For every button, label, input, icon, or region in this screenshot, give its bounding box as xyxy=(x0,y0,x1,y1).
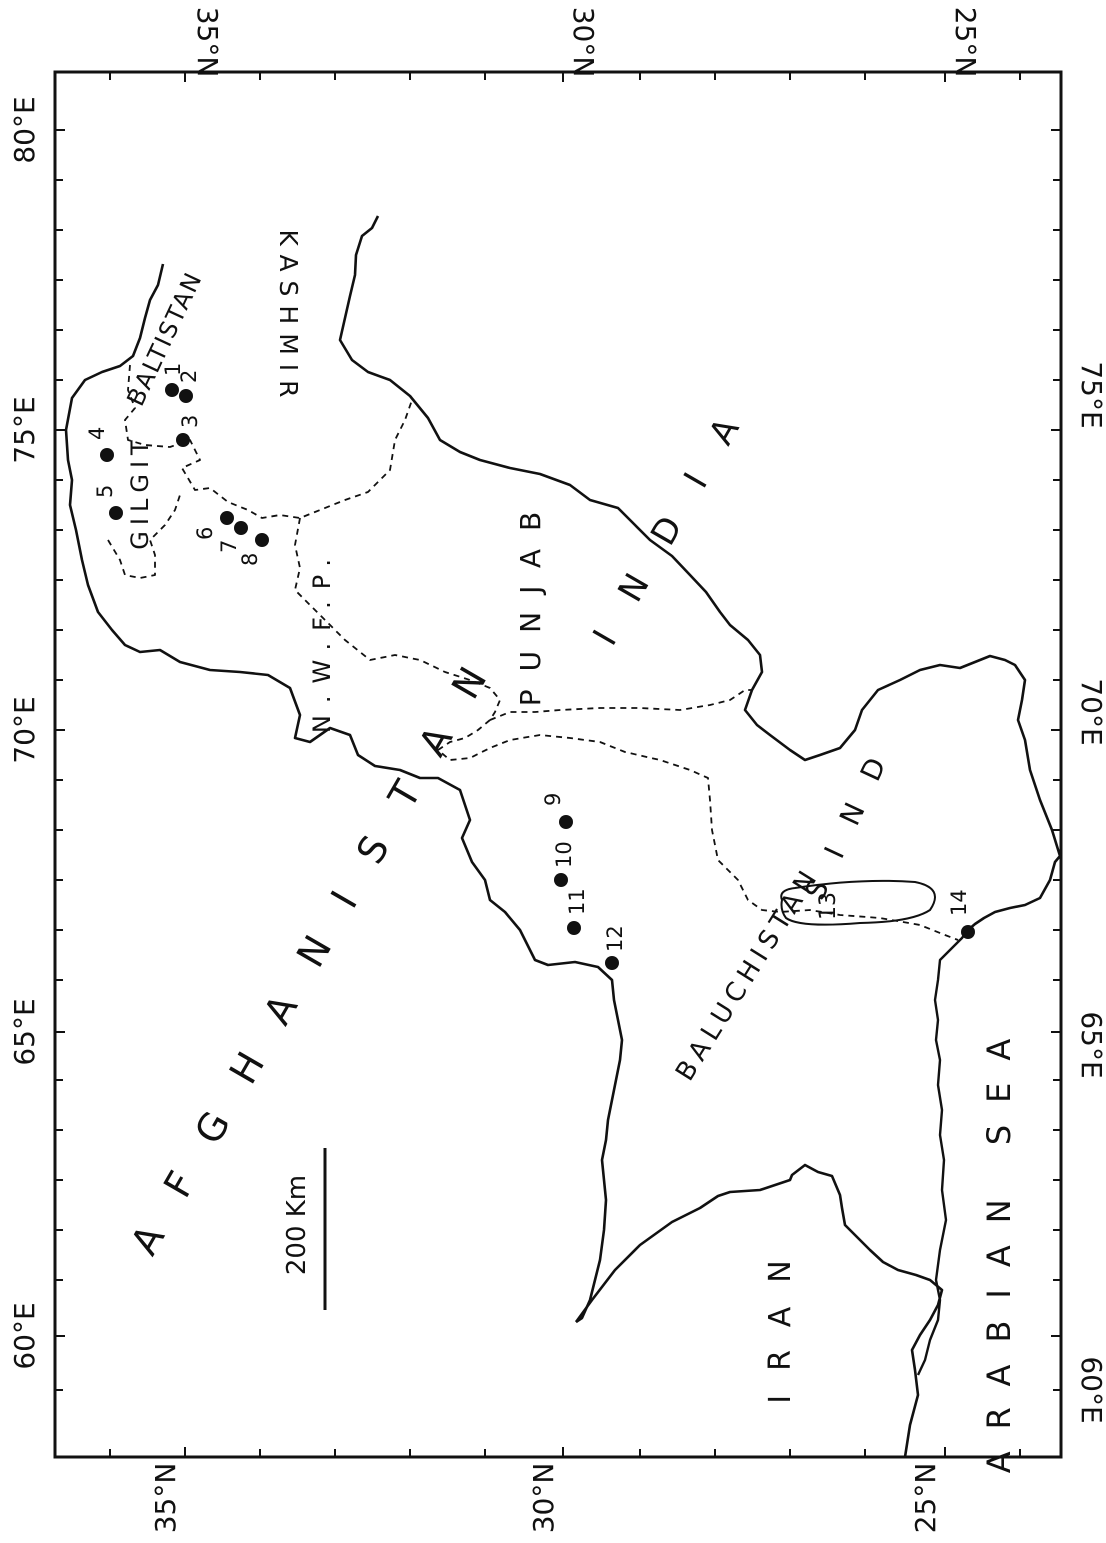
pakistan-border-north-west xyxy=(64,263,624,1324)
region-label-punjab: PUNJAB xyxy=(514,494,547,706)
site-label-7: 7 xyxy=(217,540,241,553)
region-label-baluchistan: BALUCHISTAN xyxy=(670,861,826,1086)
lon-label-60e-left: 60°E xyxy=(8,1302,41,1369)
site-dot-5 xyxy=(109,506,123,520)
coastline xyxy=(916,929,969,1376)
site-label-1: 1 xyxy=(161,363,185,376)
kashmir-india-border xyxy=(338,215,1062,931)
region-label-arabian-sea: ARABIAN SEA xyxy=(980,1017,1018,1474)
site-dot-3 xyxy=(176,433,190,447)
site-label-10: 10 xyxy=(552,841,576,868)
lon-labels-right: 75°E 70°E 65°E 60°E xyxy=(1075,361,1106,1423)
lat-label-35n-bottom: 35°N xyxy=(149,1463,182,1534)
lat-label-25n-bottom: 25°N xyxy=(909,1463,942,1534)
lat-labels-bottom: 35°N 30°N 25°N xyxy=(149,1463,942,1534)
region-label-nwfp: N.W.F.P. xyxy=(308,547,336,733)
lat-label-35n-top: 35°N xyxy=(191,7,224,78)
site-label-2: 2 xyxy=(177,370,201,383)
site-label-12: 12 xyxy=(603,925,627,952)
scale-bar-label: 200 Km xyxy=(282,1175,312,1275)
lat-label-30n-bottom: 30°N xyxy=(527,1463,560,1534)
lon-labels-left: 80°E 75°E 70°E 65°E 60°E xyxy=(8,96,41,1369)
region-label-baltistan: BALTISTAN xyxy=(121,267,208,410)
site-label-9: 9 xyxy=(541,793,565,806)
lon-label-65e-left: 65°E xyxy=(8,998,41,1065)
region-label-gilgit: GILGIT xyxy=(126,434,154,549)
site-label-8: 8 xyxy=(238,553,262,566)
site-markers xyxy=(100,383,975,970)
site-dot-11 xyxy=(567,921,581,935)
site-dot-4 xyxy=(100,448,114,462)
region-label-india: INDIA xyxy=(585,377,767,652)
province-boundaries xyxy=(107,364,959,941)
site-label-4: 4 xyxy=(85,427,109,440)
lon-label-70e-left: 70°E xyxy=(8,696,41,763)
lon-label-65e-right: 65°E xyxy=(1075,1011,1106,1078)
site-dot-10 xyxy=(554,873,568,887)
site-dot-8 xyxy=(255,533,269,547)
site-dot-1 xyxy=(165,383,179,397)
site-label-14: 14 xyxy=(947,889,971,916)
lon-label-80e-left: 80°E xyxy=(8,96,41,163)
site-label-5: 5 xyxy=(93,485,117,498)
site-dot-9 xyxy=(559,815,573,829)
site-label-3: 3 xyxy=(178,415,202,428)
region-label-kashmir: KASHMIR xyxy=(274,229,303,406)
lat-labels-top: 35°N 30°N 25°N xyxy=(191,7,982,78)
site-dot-6 xyxy=(220,511,234,525)
afghanistan-iran-border-south xyxy=(574,1163,944,1458)
lat-label-30n-top: 30°N xyxy=(567,7,600,78)
site-dot-14 xyxy=(961,925,975,939)
area-13-outline xyxy=(780,879,936,926)
site-dot-12 xyxy=(605,956,619,970)
area-13-label: 13 xyxy=(816,892,841,920)
map-frame xyxy=(53,70,1063,1459)
site-label-6: 6 xyxy=(193,527,217,540)
lon-label-75e-right: 75°E xyxy=(1075,361,1106,428)
lon-label-75e-left: 75°E xyxy=(8,396,41,463)
frame-ticks xyxy=(55,72,1061,1457)
region-label-iran: IRAN xyxy=(763,1236,798,1403)
site-labels: 1 2 3 4 5 6 7 8 9 10 11 12 14 xyxy=(85,363,971,952)
site-dot-7 xyxy=(234,521,248,535)
site-dot-2 xyxy=(179,389,193,403)
lon-label-70e-right: 70°E xyxy=(1075,678,1106,745)
site-label-11: 11 xyxy=(565,888,589,915)
lon-label-60e-right: 60°E xyxy=(1075,1356,1106,1423)
lat-label-25n-top: 25°N xyxy=(949,7,982,78)
